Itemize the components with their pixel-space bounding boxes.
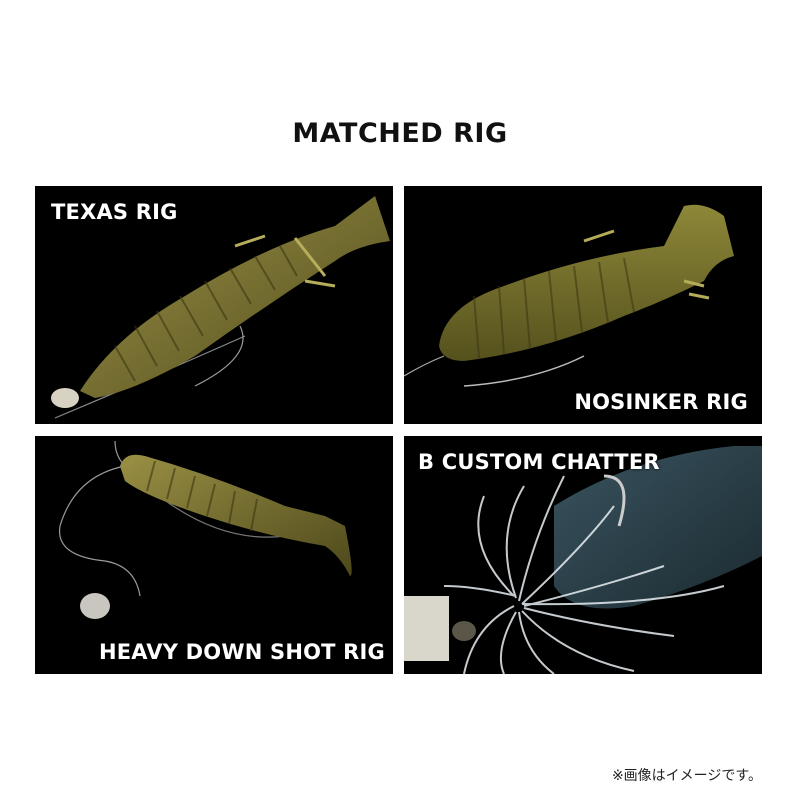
b-custom-chatter-image: [404, 446, 762, 674]
nosinker-rig-label: NOSINKER RIG: [574, 390, 748, 414]
hook-icon: [603, 474, 626, 527]
sinker-icon: [51, 388, 79, 408]
heavy-down-shot-rig-image: [58, 440, 352, 619]
chatter-blade: [404, 596, 449, 661]
page-title: MATCHED RIG: [292, 118, 508, 149]
nosinker-rig-image: [404, 204, 734, 387]
b-custom-chatter-photo: B CUSTOM CHATTER: [404, 436, 762, 674]
image-disclaimer: ※画像はイメージです。: [611, 768, 762, 784]
heavy-down-shot-rig-photo: HEAVY DOWN SHOT RIG: [35, 436, 393, 674]
texas-rig-label: TEXAS RIG: [51, 200, 178, 224]
heavy-down-shot-rig-label: HEAVY DOWN SHOT RIG: [98, 640, 385, 664]
texas-rig-image: [51, 196, 390, 419]
texas-rig-photo: TEXAS RIG: [35, 186, 393, 424]
b-custom-chatter-label: B CUSTOM CHATTER: [418, 450, 660, 474]
nosinker-rig-photo: NOSINKER RIG: [404, 186, 762, 424]
sinker-icon: [80, 593, 110, 619]
